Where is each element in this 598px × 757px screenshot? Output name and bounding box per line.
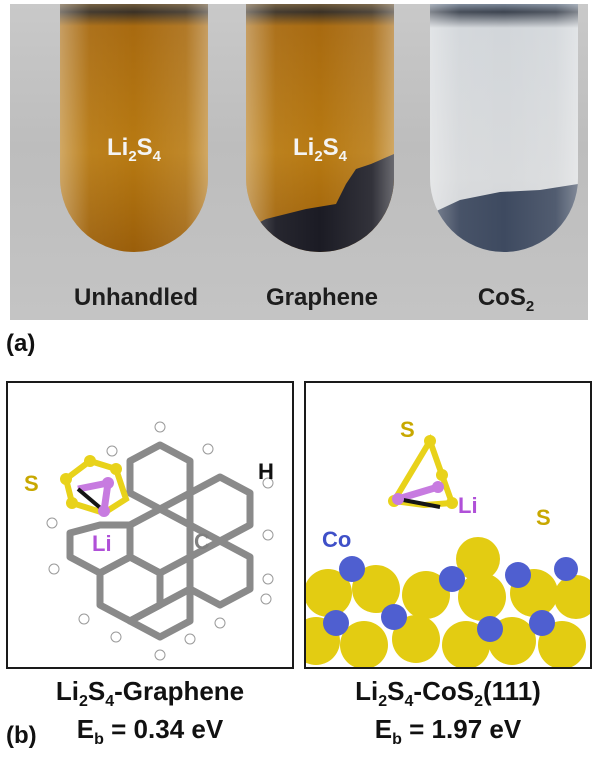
tube-unhandled: Li2S4 bbox=[60, 4, 208, 252]
atom-label-co: Co bbox=[322, 527, 352, 552]
energy-cos2: Eb = 1.97 eV bbox=[374, 714, 522, 749]
atom-label-c: C bbox=[194, 529, 210, 554]
graphene-molecule-diagram bbox=[46, 421, 274, 661]
label-cos2: CoS2 bbox=[477, 284, 535, 315]
energy-graphene: Eb = 0.34 eV bbox=[76, 714, 224, 749]
label-unhandled: Unhandled bbox=[74, 284, 198, 311]
tube-graphene: Li2S4 bbox=[246, 4, 394, 252]
atom-label-h: H bbox=[258, 459, 274, 484]
cos2-surface-diagram bbox=[306, 433, 590, 667]
atom-label-s-right: S bbox=[536, 505, 551, 530]
caption-li2s4-cos2: Li2S4-CoS2(111) bbox=[355, 676, 541, 711]
cos2-sediment bbox=[430, 184, 578, 252]
atom-label-s: S bbox=[24, 471, 39, 496]
atom-label-li: Li bbox=[92, 531, 112, 556]
atom-label-s-top: S bbox=[400, 417, 415, 442]
panel-b-letter: (b) bbox=[6, 722, 37, 749]
panel-a-letter: (a) bbox=[6, 330, 36, 357]
atom-label-li: Li bbox=[458, 493, 478, 518]
tube-unhandled-content-label: Li2S4 bbox=[106, 134, 162, 165]
label-graphene: Graphene bbox=[265, 284, 379, 311]
tube-graphene-content-label: Li2S4 bbox=[292, 134, 348, 165]
tube-photo: Li2S4 Li2S4 Unhandled Graphene CoS2 bbox=[10, 4, 588, 320]
tube-cos2 bbox=[430, 4, 578, 252]
graphene-structure-box: S Li C H bbox=[6, 381, 294, 669]
cos2-structure-box: S Li S Co bbox=[304, 381, 592, 669]
caption-li2s4-graphene: Li2S4-Graphene bbox=[55, 676, 245, 711]
graphene-sediment bbox=[246, 154, 394, 252]
